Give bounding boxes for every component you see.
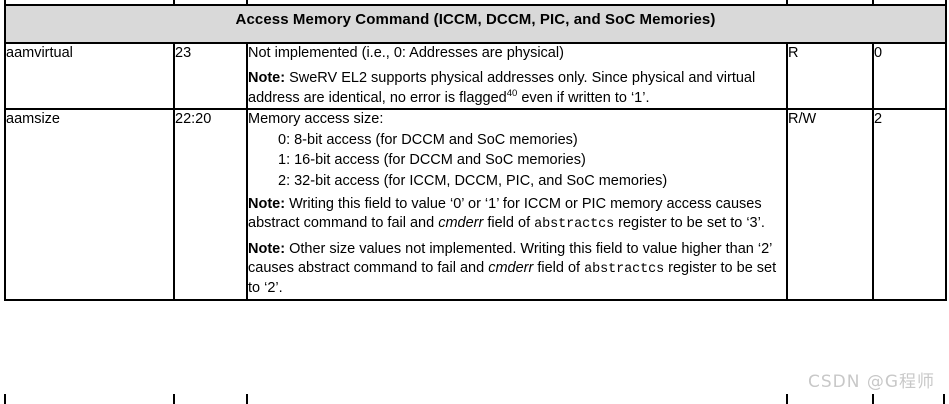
note-italic-cmderr: cmderr <box>438 215 484 232</box>
field-access-aamvirtual: R <box>786 42 874 110</box>
note-text-part-2: field of <box>533 260 585 277</box>
sliver-divider-3 <box>786 394 788 404</box>
note-italic-cmderr: cmderr <box>488 260 534 277</box>
field-description-aamsize: Memory access size: 0: 8-bit access (for… <box>246 107 788 301</box>
list-item: 1: 16-bit access (for DCCM and SoC memor… <box>278 152 586 169</box>
field-access-aamsize: R/W <box>786 107 874 301</box>
sliver-cell-access <box>786 0 874 6</box>
field-bits-aamvirtual: 23 <box>173 42 248 110</box>
note-text-part-3: register to be set to ‘2’. <box>248 260 777 297</box>
sliver-cell-name <box>4 0 175 6</box>
sliver-border-left <box>4 394 6 404</box>
table-row: aamvirtual 23 Not implemented (i.e., 0: … <box>4 42 947 110</box>
note-text-part-2: field of <box>483 215 535 232</box>
sliver-border-right <box>943 394 945 404</box>
field-bits-aamsize: 22:20 <box>173 107 248 301</box>
list-item: 2: 32-bit access (for ICCM, DCCM, PIC, a… <box>278 172 668 189</box>
note-mono-abstractcs: abstractcs <box>584 262 665 278</box>
sliver-cell-reset <box>872 0 947 6</box>
note-label: Note: <box>248 70 286 87</box>
list-item: 0: 8-bit access (for DCCM and SoC memori… <box>278 132 578 149</box>
description-note: Note: SweRV EL2 supports physical addres… <box>248 69 786 108</box>
note-mono-abstractcs: abstractcs <box>534 217 615 233</box>
previous-row-sliver <box>4 0 947 6</box>
note-text-part-1: Other size values not implemented. Writi… <box>248 241 772 277</box>
field-reset-aamvirtual: 0 <box>872 42 947 110</box>
sliver-divider-4 <box>872 394 874 404</box>
note-label: Note: <box>248 195 286 212</box>
field-description-aamvirtual: Not implemented (i.e., 0: Addresses are … <box>246 42 788 110</box>
field-name-aamvirtual: aamvirtual <box>4 42 175 110</box>
description-note-1: Note: Writing this field to value ‘0’ or… <box>248 195 786 234</box>
note-text-part-3: register to be set to ‘3’. <box>614 215 765 232</box>
sliver-divider-2 <box>246 394 248 404</box>
access-size-option-list: 0: 8-bit access (for DCCM and SoC memori… <box>248 131 786 191</box>
description-line: Not implemented (i.e., 0: Addresses are … <box>248 45 564 61</box>
note-label: Note: <box>248 241 286 258</box>
description-line: Memory access size: <box>248 110 384 127</box>
footnote-marker: 40 <box>506 87 518 99</box>
field-reset-aamsize: 2 <box>872 107 947 301</box>
group-header-label: Access Memory Command (ICCM, DCCM, PIC, … <box>4 4 947 44</box>
csdn-watermark: CSDN @G程师 <box>807 372 935 392</box>
sliver-cell-description <box>246 0 788 6</box>
register-field-table: Access Memory Command (ICCM, DCCM, PIC, … <box>4 0 947 301</box>
description-note-2: Note: Other size values not implemented.… <box>248 240 786 299</box>
table-row: aamsize 22:20 Memory access size: 0: 8-b… <box>4 107 947 301</box>
note-text-part-1: Writing this field to value ‘0’ or ‘1’ f… <box>248 195 762 232</box>
sliver-cell-bits <box>173 0 248 6</box>
note-text-a: SweRV EL2 supports physical addresses on… <box>248 70 756 106</box>
next-row-sliver <box>4 394 945 404</box>
table-group-header-row: Access Memory Command (ICCM, DCCM, PIC, … <box>4 4 947 44</box>
field-name-aamsize: aamsize <box>4 107 175 301</box>
note-text-b: even if written to ‘1’. <box>517 89 650 106</box>
sliver-divider-1 <box>173 394 175 404</box>
